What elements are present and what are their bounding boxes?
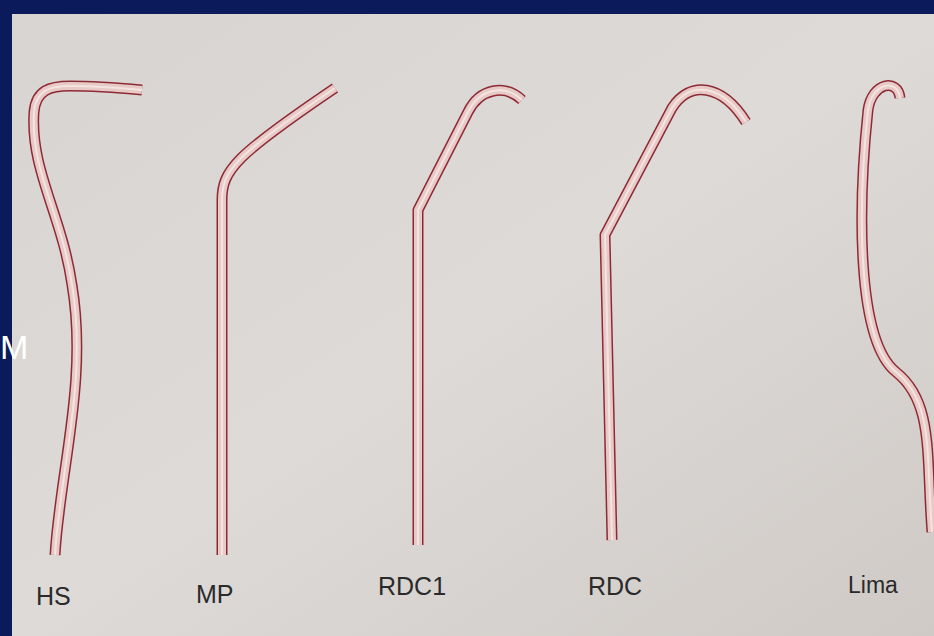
lima-catheter-fill — [862, 86, 932, 533]
mp-catheter-fill — [222, 88, 335, 555]
rdc-catheter-highlight — [605, 90, 746, 540]
rdc1-catheter — [418, 90, 522, 545]
rdc1-catheter-highlight — [418, 90, 522, 545]
hs-catheter-fill — [34, 86, 142, 555]
mp-catheter-highlight — [222, 88, 335, 555]
catheter-name: RDC — [588, 572, 642, 601]
hs-catheter — [34, 86, 142, 555]
slide-text-fragment: M — [0, 328, 28, 367]
hs-catheter-highlight — [34, 86, 142, 555]
rdc-catheter — [605, 90, 746, 540]
lima-catheter-highlight — [862, 86, 932, 533]
mp-catheter — [222, 88, 335, 555]
catheter-name: HS — [36, 582, 71, 611]
rdc-catheter-fill — [605, 90, 746, 540]
page-photo — [12, 14, 934, 636]
rdc1-catheter-fill — [418, 90, 522, 545]
catheter-name: MP — [196, 580, 234, 609]
lima-catheter — [862, 86, 932, 533]
catheter-name: RDC1 — [378, 572, 446, 601]
catheter-name: Lima — [848, 572, 898, 599]
